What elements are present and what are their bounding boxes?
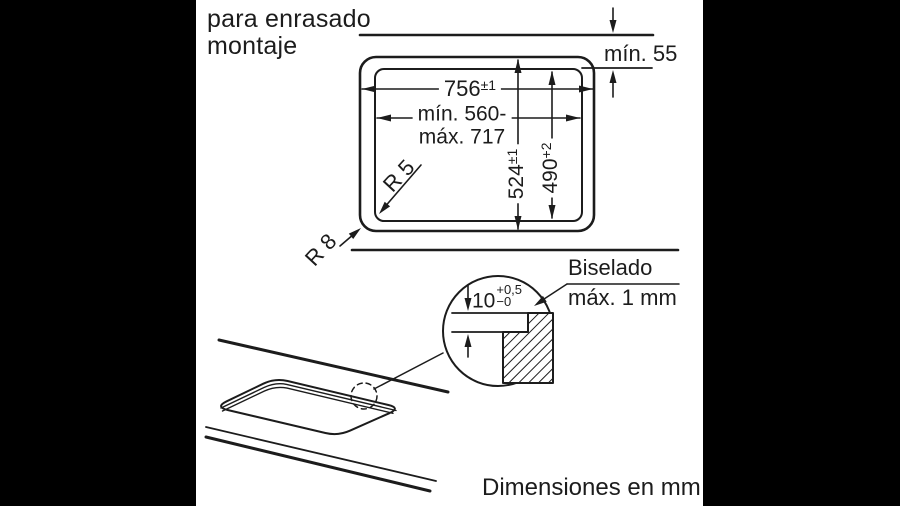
footer-note: Dimensiones en mm: [482, 474, 701, 501]
bevel-label-line1: Biselado: [568, 255, 653, 280]
r8-leader-arrow: [339, 228, 361, 247]
dim-min55-label: mín. 55: [604, 41, 678, 66]
dim-756-label: 756±1: [438, 77, 502, 101]
hob-outline: [220, 378, 396, 436]
dim-490-label: 490+2: [538, 138, 563, 198]
detail-depth-arrows: [464, 284, 472, 358]
r5-leader-arrow: [379, 164, 422, 214]
dim-524-label: 524±1: [504, 144, 529, 204]
detail-leader-line: [373, 352, 444, 390]
hob-rim-line-2: [221, 386, 394, 414]
worktop-front-edge-bottom: [204, 435, 432, 493]
detail-marker-circle: [350, 382, 378, 410]
bevel-label-line2: máx. 1 mm: [568, 285, 677, 310]
bevel-leader-arrow: [534, 283, 680, 306]
worktop-front-edge-top: [205, 426, 437, 482]
hob-rim-line-1: [220, 382, 397, 412]
diagram-title-line1: para enrasado: [207, 5, 371, 33]
worktop-back-edge: [217, 338, 450, 394]
dim-560-717-label: mín. 560- máx. 717: [412, 102, 512, 149]
min-55-dimension-arrows: [609, 7, 617, 98]
diagram-title-line2: montaje: [207, 32, 298, 60]
inner-cutout-rect: [374, 68, 583, 222]
dim-depth-label: 10+0,5−0: [472, 282, 523, 313]
outer-cutout-rect: [358, 55, 596, 233]
